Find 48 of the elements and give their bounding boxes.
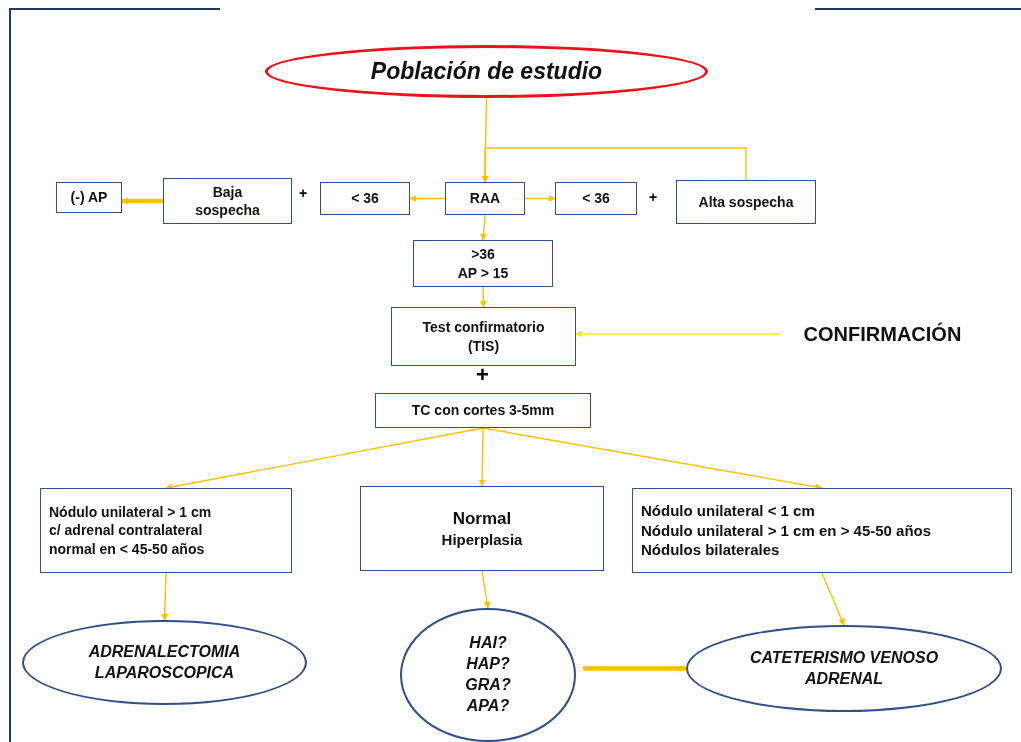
arrow — [480, 214, 487, 241]
plus-sign: + — [476, 364, 489, 386]
process-box — [375, 393, 591, 428]
arrow — [821, 572, 845, 626]
node-text: Nódulo unilateral > 1 cm en > 45-50 años — [641, 520, 932, 541]
node-text: Nódulo unilateral < 1 cm — [641, 501, 815, 521]
process-box — [391, 307, 576, 366]
arrow — [524, 195, 556, 202]
node-text: Hiperplasia — [441, 529, 523, 550]
arrow — [583, 665, 687, 672]
node-text: Nódulos bilaterales — [641, 540, 780, 560]
arrow — [409, 195, 446, 202]
node-text: Nódulo unilateral > 1 cm c/ adrenal contralateral normal en < 45-50 años — [49, 503, 213, 558]
node-text: HAI? HAP? GRA? APA? — [464, 633, 512, 716]
process-box — [163, 178, 292, 224]
node-text: CATETERISMO VENOSO ADRENAL — [748, 647, 940, 689]
node-text: >36 — [471, 245, 495, 264]
node-text: < 36 — [582, 189, 610, 208]
arrow — [575, 330, 781, 338]
process-box — [676, 180, 816, 224]
arrow — [481, 570, 491, 609]
process-box — [56, 182, 122, 213]
process-box — [413, 240, 553, 287]
node-text: TC con cortes 3-5mm — [411, 401, 555, 420]
process-box — [555, 182, 637, 215]
process-box — [445, 182, 525, 215]
node-text: Alta sospecha — [698, 192, 794, 212]
plus-sign: + — [649, 190, 658, 204]
node-text: Test confirmatorio (TIS) — [421, 318, 546, 355]
node-text: RAA — [469, 189, 501, 208]
node-text: AP > 15 — [457, 263, 509, 282]
arrow — [478, 427, 486, 487]
arrow — [121, 197, 163, 205]
process-box — [632, 488, 1012, 573]
node-text: Población de estudio — [370, 56, 603, 86]
node-text: Baja sospecha — [194, 182, 261, 220]
node-text: < 36 — [351, 189, 379, 208]
section-label: CONFIRMACIÓN — [780, 318, 985, 350]
node-text: (-) AP — [70, 188, 108, 207]
arrow — [161, 572, 169, 621]
arrow — [479, 286, 487, 308]
process-box — [40, 488, 292, 573]
node-text: ADRENALECTOMIA LAPAROSCOPICA — [87, 641, 242, 683]
process-box — [320, 182, 410, 215]
arrow — [481, 147, 747, 183]
plus-sign: + — [299, 186, 308, 200]
node-text: Normal — [452, 507, 512, 530]
process-box — [360, 486, 604, 571]
